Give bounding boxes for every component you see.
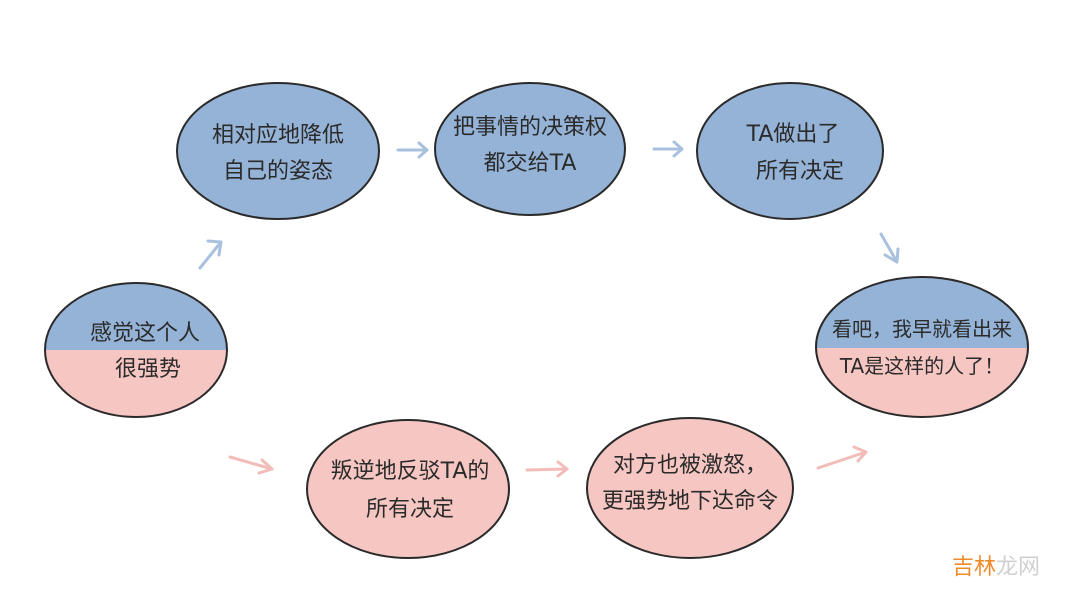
node-confirm-line2: TA是这样的人了！	[839, 354, 1004, 378]
node-start-line1: 感觉这个人	[90, 321, 200, 346]
node-angry: 对方也被激怒， 更强势地下达命令	[586, 417, 794, 559]
node-give-line1: 把事情的决策权	[453, 115, 607, 140]
node-confirm-line1: 看吧，我早就看出来	[832, 317, 1012, 341]
node-lower-line1: 相对应地降低	[212, 123, 344, 148]
node-start-line2: 很强势	[115, 357, 181, 382]
node-angry-line1: 对方也被激怒，	[613, 453, 767, 478]
arrow-angry-to-confirm	[816, 445, 868, 470]
node-give-line2: 都交给TA	[484, 151, 577, 176]
arrow-give-to-decided	[652, 140, 684, 158]
node-start: 感觉这个人 很强势	[44, 282, 228, 418]
node-lower-posture: 相对应地降低 自己的姿态	[176, 82, 380, 220]
node-angry-line2: 更强势地下达命令	[602, 489, 778, 514]
node-decided-line2: 所有决定	[756, 159, 844, 184]
watermark-part2: 龙网	[995, 555, 1040, 580]
arrow-start-to-lower	[198, 239, 223, 270]
arrow-rebel-to-angry	[525, 460, 569, 478]
arrow-lower-to-give	[396, 141, 429, 159]
watermark-part1: 吉林	[951, 555, 996, 580]
node-rebel-line2: 所有决定	[366, 497, 454, 522]
node-ta-decided: TA做出了 所有决定	[696, 82, 884, 220]
node-decided-line1: TA做出了	[746, 122, 840, 147]
watermark: 吉林龙网	[952, 549, 1040, 581]
node-confirm: 看吧，我早就看出来 TA是这样的人了！	[815, 276, 1029, 418]
node-rebel-line1: 叛逆地反驳TA的	[331, 459, 490, 484]
arrow-decided-to-confirm	[879, 232, 900, 264]
node-rebel: 叛逆地反驳TA的 所有决定	[306, 419, 510, 559]
arrow-start-to-rebel	[228, 455, 274, 475]
node-lower-line2: 自己的姿态	[223, 159, 333, 184]
node-give-decision: 把事情的决策权 都交给TA	[434, 82, 626, 216]
